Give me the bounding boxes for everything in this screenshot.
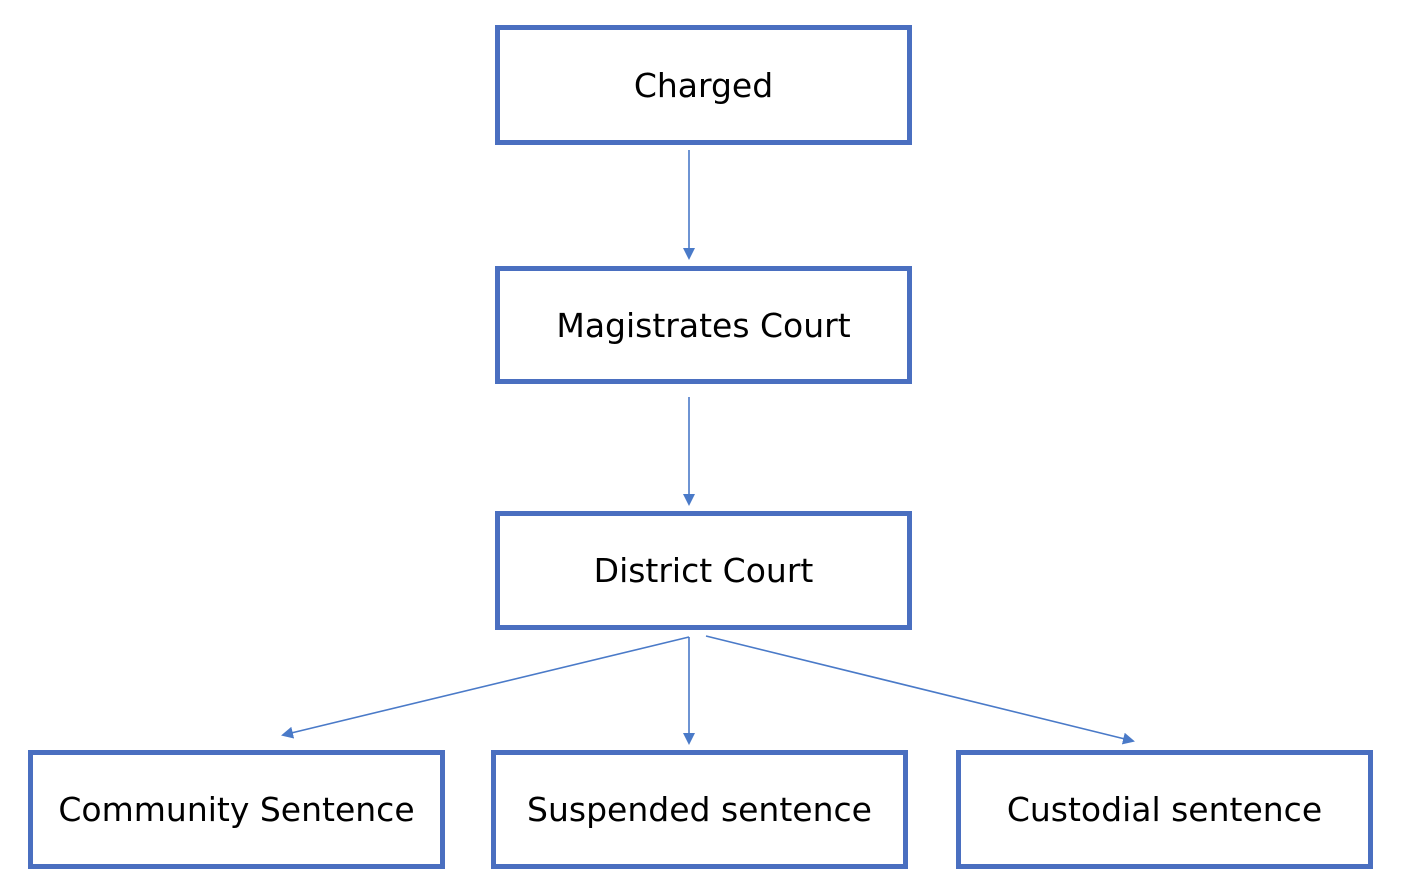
node-suspended-sentence: Suspended sentence — [491, 750, 908, 869]
node-suspended-sentence-label: Suspended sentence — [527, 790, 872, 829]
node-district-court: District Court — [495, 511, 912, 630]
node-community-sentence: Community Sentence — [28, 750, 445, 869]
edge-district-to-custodial — [705, 635, 1135, 745]
node-custodial-sentence: Custodial sentence — [956, 750, 1373, 869]
node-community-sentence-label: Community Sentence — [58, 790, 415, 829]
node-magistrates-court: Magistrates Court — [495, 266, 912, 384]
node-district-court-label: District Court — [593, 551, 814, 590]
node-charged-label: Charged — [633, 65, 774, 105]
node-magistrates-court-label: Magistrates Court — [556, 305, 851, 345]
node-custodial-sentence-label: Custodial sentence — [1006, 790, 1323, 829]
node-charged: Charged — [495, 25, 912, 145]
edge-district-to-community — [281, 636, 690, 739]
